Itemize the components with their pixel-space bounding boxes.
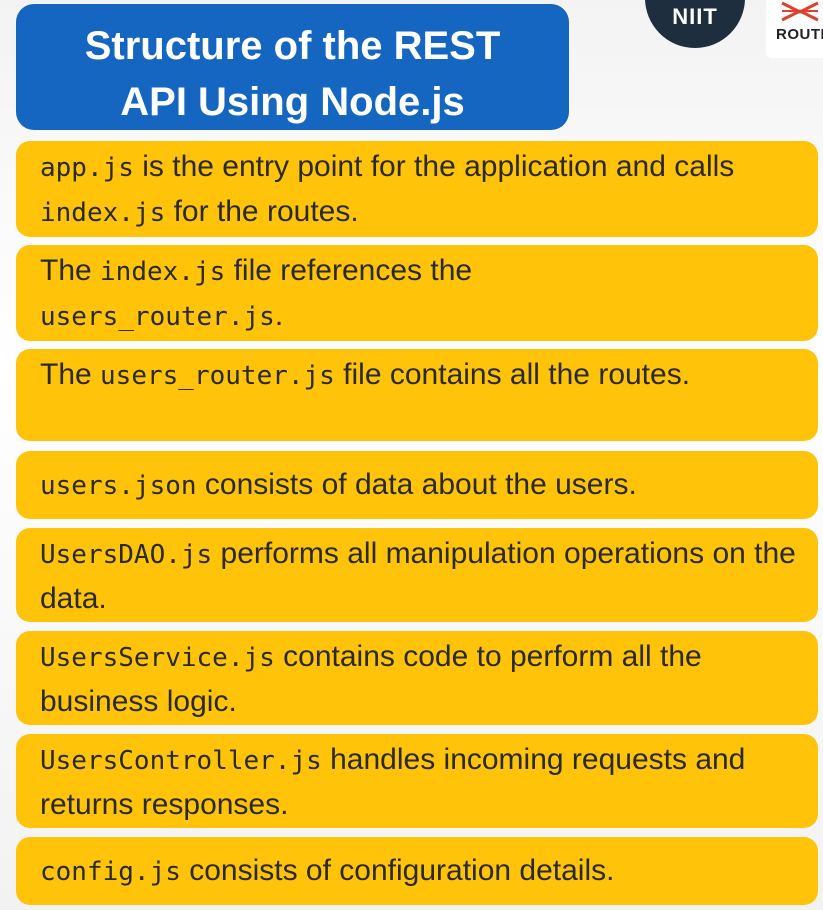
niit-logo-text: NIIT [672,4,718,29]
bullet-item: app.js is the entry point for the applic… [16,141,818,237]
item-text: for the routes. [165,195,359,228]
bullet-item: The users_router.js file contains all th… [16,349,818,441]
route-logo: ROUTE [766,0,823,58]
item-text: contains code to perform all the busines… [40,640,702,718]
file-name: app.js [40,153,134,183]
item-text: The [40,358,101,391]
bullet-item: UsersService.js contains code to perform… [16,631,818,725]
niit-logo: NIIT [645,0,745,48]
route-logo-text: ROUTE [776,26,823,43]
item-text: file contains all the routes. [334,358,691,391]
file-name: UsersService.js [40,643,275,673]
item-text: . [274,299,284,332]
bullet-item: UsersDAO.js performs all manipulation op… [16,528,818,622]
item-text: consists of configuration details. [180,854,615,887]
item-text: performs all manipulation operations on … [40,537,796,615]
file-name: index.js [40,198,166,228]
file-name: users_router.js [100,361,335,391]
bullet-item: UsersController.js handles incoming requ… [16,734,818,828]
bullet-item: The index.js file references the users_r… [16,245,818,341]
bullet-item: users.json consists of data about the us… [16,451,818,519]
slide-title: Structure of the REST API Using Node.js [16,4,569,130]
title-line-2: API Using Node.js [120,80,465,124]
file-name: UsersController.js [40,746,322,776]
file-name: users.json [40,471,197,501]
item-text: is the entry point for the application a… [133,150,735,183]
item-text: handles incoming requests and returns re… [40,743,746,821]
file-name: config.js [40,857,181,887]
bullet-item: config.js consists of configuration deta… [16,837,818,905]
file-name: UsersDAO.js [40,540,213,570]
item-text: The [40,254,101,287]
file-name: users_router.js [40,302,275,332]
title-line-1: Structure of the REST [84,24,501,68]
item-text: file references the [225,254,473,287]
route-logo-mark-icon [781,1,819,22]
file-name: index.js [100,257,226,287]
item-text: consists of data about the users. [196,468,637,501]
